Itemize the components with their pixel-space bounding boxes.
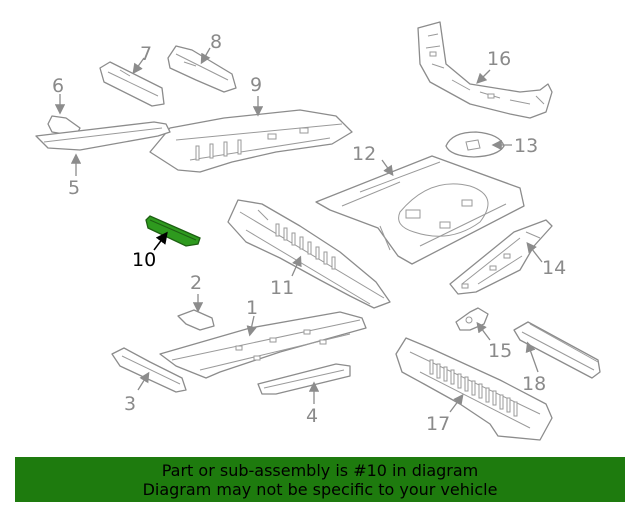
info-banner: Part or sub-assembly is #10 in diagram D… (15, 457, 625, 502)
part-17-side-member[interactable] (395, 337, 553, 441)
callout-9[interactable]: 9 (250, 74, 262, 96)
callout-15[interactable]: 15 (488, 340, 512, 362)
callout-1[interactable]: 1 (246, 297, 258, 319)
part-10-highlighted[interactable] (145, 215, 201, 247)
part-8-bracket[interactable] (167, 45, 237, 93)
callout-3[interactable]: 3 (124, 393, 136, 415)
callout-6[interactable]: 6 (52, 75, 64, 97)
callout-17[interactable]: 17 (426, 413, 450, 435)
part-12-rear-floor-pan[interactable] (315, 155, 525, 265)
callout-14[interactable]: 14 (542, 257, 566, 279)
part-1-front-floor-pan[interactable] (159, 311, 367, 379)
callout-7[interactable]: 7 (140, 43, 152, 65)
callout-8[interactable]: 8 (210, 31, 222, 53)
banner-line-1: Part or sub-assembly is #10 in diagram (161, 460, 479, 480)
part-9-floor-panel[interactable] (149, 109, 353, 173)
part-5-sill[interactable] (35, 121, 171, 151)
callout-11[interactable]: 11 (270, 277, 294, 299)
exploded-parts-diagram: 16 13 12 14 15 18 (35, 21, 601, 441)
callout-13[interactable]: 13 (514, 135, 538, 157)
banner-line-2: Diagram may not be specific to your vehi… (142, 479, 498, 499)
part-15-bracket[interactable] (455, 307, 489, 331)
part-18-rail[interactable] (513, 321, 601, 379)
callout-10[interactable]: 10 (132, 249, 156, 271)
part-3-bracket[interactable] (111, 347, 187, 393)
part-2-bracket[interactable] (177, 309, 215, 331)
callout-18[interactable]: 18 (522, 373, 546, 395)
callout-12[interactable]: 12 (352, 143, 376, 165)
part-6-bracket[interactable] (47, 115, 81, 137)
callout-16[interactable]: 16 (487, 48, 511, 70)
callout-2[interactable]: 2 (190, 272, 202, 294)
part-11-floor-side-member[interactable] (227, 199, 391, 309)
callout-4[interactable]: 4 (306, 405, 318, 427)
callout-5[interactable]: 5 (68, 177, 80, 199)
part-13-cap[interactable] (445, 131, 505, 158)
part-4-reinforcement[interactable] (257, 363, 351, 395)
part-7-bracket[interactable] (99, 61, 165, 107)
part-16-rear-crossmember[interactable] (417, 21, 553, 119)
